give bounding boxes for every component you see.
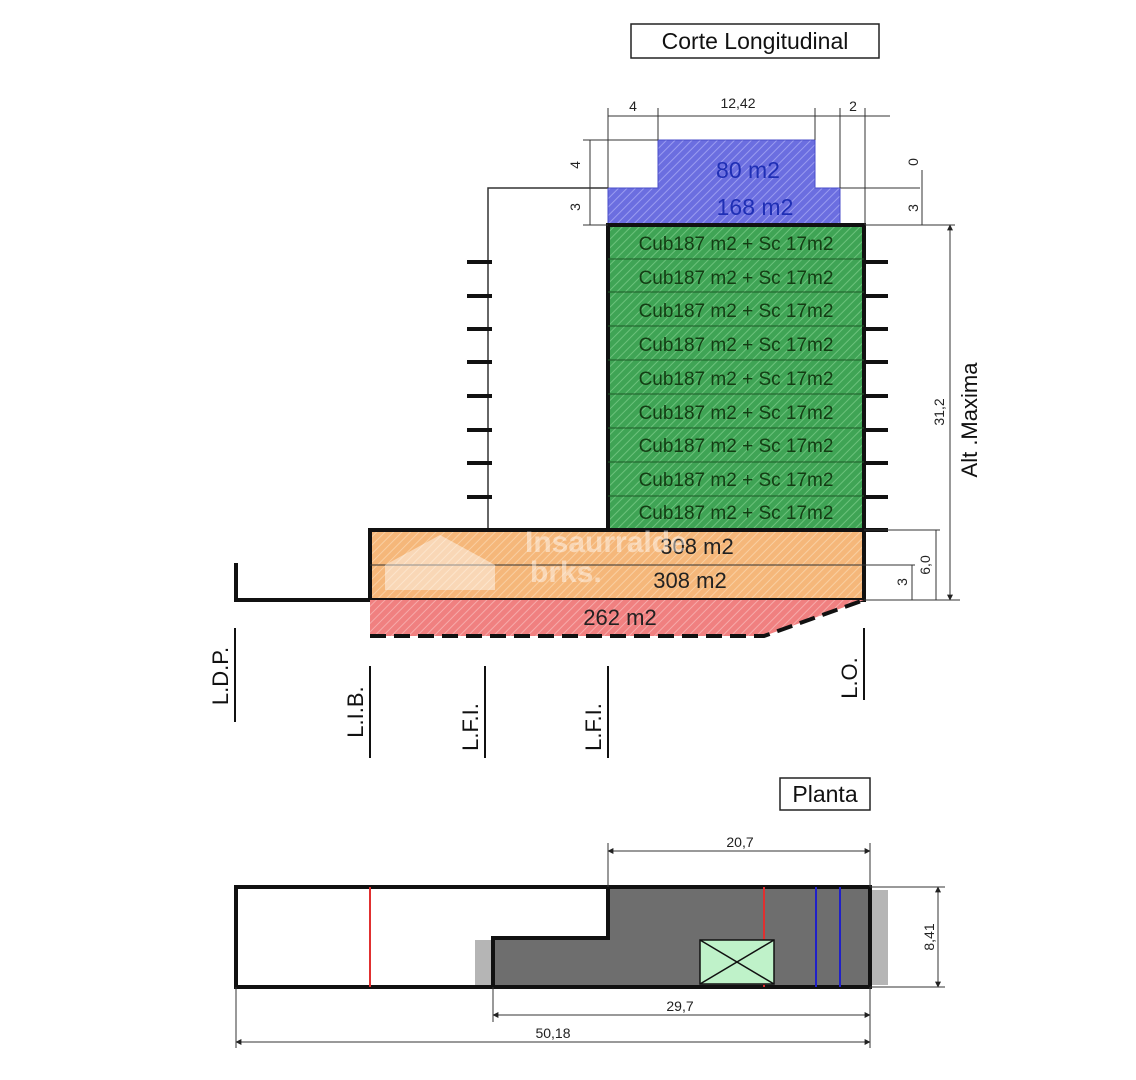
- svg-text:brks.: brks.: [530, 556, 602, 589]
- line-label-ldp: L.D.P.: [208, 647, 233, 705]
- dim-height-value: 31,2: [931, 398, 947, 425]
- section-title-text: Corte Longitudinal: [662, 28, 849, 54]
- plan-title: Planta: [779, 777, 871, 811]
- dim-right-upper: 0: [905, 158, 921, 166]
- line-label-lfi-1: L.F.I.: [458, 703, 483, 751]
- plan-dim-lower: 29,7: [666, 998, 693, 1014]
- floor-label: Cub187 m2 + Sc 17m2: [639, 503, 834, 524]
- ground-line: [234, 563, 370, 602]
- floor-label: Cub187 m2 + Sc 17m2: [639, 403, 834, 424]
- height-dimension: [864, 224, 960, 601]
- line-label-lib: L.I.B.: [343, 686, 368, 737]
- height-label: Alt .Maxima: [957, 362, 982, 478]
- floor-label: Cub187 m2 + Sc 17m2: [639, 436, 834, 457]
- floor-label: Cub187 m2 + Sc 17m2: [639, 301, 834, 322]
- basement-area: 262 m2: [583, 605, 656, 630]
- dim-right-lower: 3: [905, 204, 921, 212]
- plan-dim-total: 50,18: [535, 1025, 570, 1041]
- plan-dim-width: 20,7: [726, 834, 753, 850]
- basement-volume: 262 m2: [370, 598, 865, 638]
- dim-left-lower: 3: [567, 203, 583, 211]
- top-dimensions: [607, 108, 890, 225]
- svg-text:Insaurralde: Insaurralde: [525, 526, 687, 559]
- section-title: Corte Longitudinal: [630, 23, 880, 59]
- plan-core: [699, 939, 775, 985]
- floor-label: Cub187 m2 + Sc 17m2: [639, 470, 834, 491]
- watermark-logo: Insaurralde brks.: [385, 526, 687, 590]
- reference-lines: [234, 628, 865, 758]
- base-upper-area: 308 m2: [660, 534, 733, 559]
- floor-label: Cub187 m2 + Sc 17m2: [639, 335, 834, 356]
- penthouse-lower-area: 168 m2: [717, 194, 794, 220]
- dim-left-upper: 4: [567, 161, 583, 169]
- dim-top-right: 2: [849, 98, 857, 114]
- base-lower-area: 308 m2: [653, 568, 726, 593]
- plan-side-strip-right: [872, 890, 888, 985]
- penthouse-volume: 80 m2 168 m2: [607, 139, 841, 226]
- left-dimensions: [583, 139, 658, 226]
- dim-top-left: 4: [629, 98, 637, 114]
- right-upper-dimensions: [865, 170, 955, 226]
- tower-floors: Cub187 m2 + Sc 17m2 Cub187 m2 + Sc 17m2 …: [606, 223, 866, 532]
- line-label-lo: L.O.: [837, 657, 862, 699]
- dim-top-middle: 12,42: [720, 95, 755, 111]
- plan-title-text: Planta: [792, 781, 857, 807]
- dim-base-level: 3: [894, 578, 910, 586]
- dim-base-total: 6,0: [917, 555, 933, 575]
- plan-dim-depth: 8,41: [921, 923, 937, 950]
- right-balcony-ticks: [864, 260, 888, 532]
- plan-dimensions: [235, 843, 945, 1048]
- floor-label: Cub187 m2 + Sc 17m2: [639, 369, 834, 390]
- floor-label: Cub187 m2 + Sc 17m2: [639, 234, 834, 255]
- rear-volume-outline: [487, 187, 920, 530]
- plan-view: [234, 885, 888, 989]
- line-label-lfi-2: L.F.I.: [581, 703, 606, 751]
- floor-label: Cub187 m2 + Sc 17m2: [639, 268, 834, 289]
- left-balcony-ticks: [467, 260, 492, 499]
- penthouse-upper-area: 80 m2: [716, 157, 780, 183]
- plan-side-strip-left: [475, 940, 491, 985]
